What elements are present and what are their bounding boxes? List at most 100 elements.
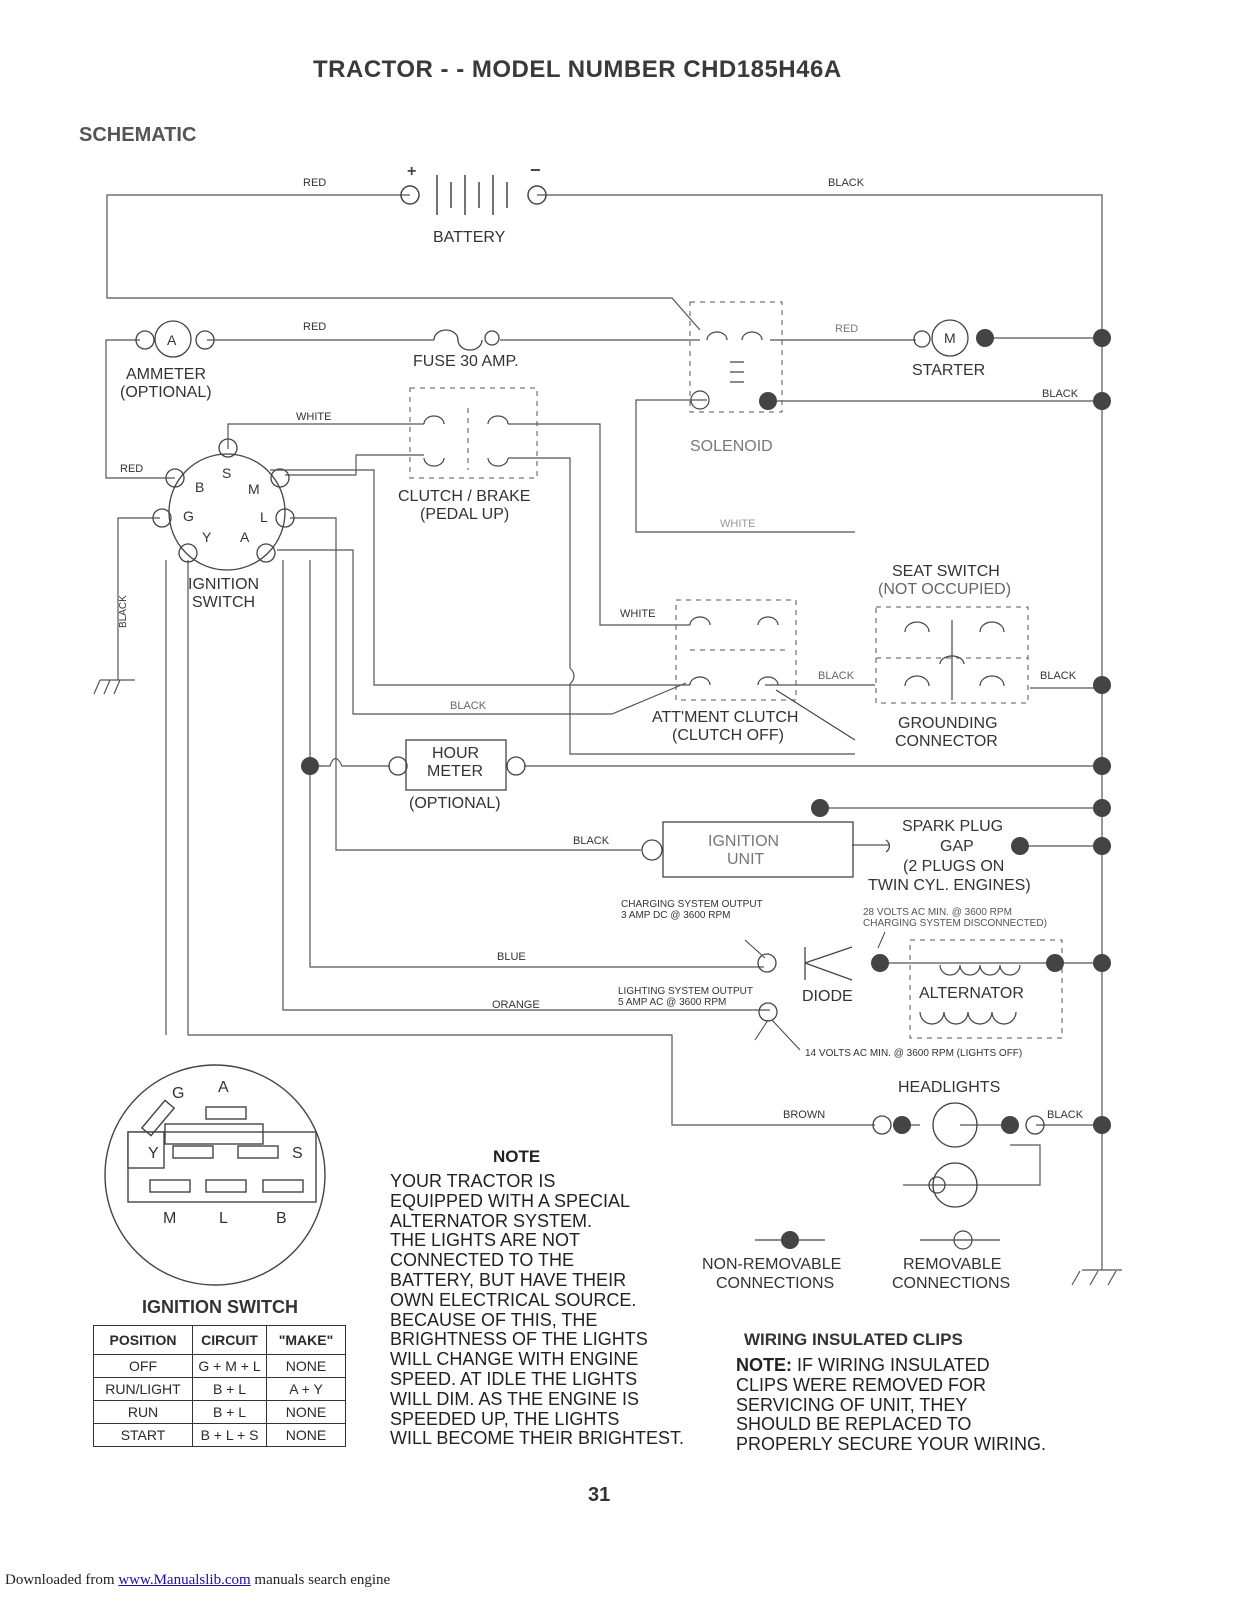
face-b: B (276, 1210, 287, 1227)
battery-label: BATTERY (433, 229, 506, 246)
terminal-g: G (183, 508, 194, 524)
table-row: OFF G + M + L NONE (93, 1354, 346, 1378)
grounding-label-2: CONNECTOR (895, 733, 998, 750)
table-row: RUN B + L NONE (93, 1400, 346, 1424)
hour-meter-label-2: METER (427, 763, 483, 780)
clips-line: SHOULD BE REPLACED TO (736, 1414, 972, 1435)
lighting-output-label: LIGHTING SYSTEM OUTPUT 5 AMP AC @ 3600 R… (618, 986, 754, 1008)
battery-minus: − (530, 160, 541, 180)
clutch-brake-icon (423, 415, 509, 467)
wire-label-white-solenoid: WHITE (720, 518, 756, 530)
removable-label-1: REMOVABLE (903, 1256, 1002, 1273)
ignition-switch-icon (152, 438, 295, 571)
fuse-icon (433, 329, 500, 351)
terminal-l: L (260, 509, 268, 525)
table-row: RUN/LIGHT B + L A + Y (93, 1377, 346, 1401)
clips-note-prefix: NOTE: (736, 1355, 792, 1375)
ignition-unit-icon (641, 821, 890, 878)
seat-switch-box (875, 606, 1029, 704)
ignition-switch-table: POSITION CIRCUIT "MAKE" OFF G + M + L NO… (93, 1325, 346, 1447)
section-heading: SCHEMATIC (79, 124, 197, 146)
table-cell: START (93, 1423, 193, 1447)
non-removable-label-2: CONNECTIONS (716, 1275, 835, 1292)
hour-meter-optional: (OPTIONAL) (409, 795, 501, 812)
wire-label-black-headlight: BLACK (1047, 1109, 1084, 1121)
wire-label-blue: BLUE (497, 951, 526, 963)
ammeter-icon (135, 320, 215, 358)
wire-label-brown: BROWN (783, 1109, 826, 1121)
column-header: CIRCUIT (192, 1325, 267, 1355)
footer-prefix: Downloaded from (5, 1572, 119, 1588)
headlights-label: HEADLIGHTS (898, 1079, 1001, 1096)
note-line: CONNECTED TO THE (390, 1250, 575, 1271)
ammeter-a: A (167, 332, 177, 348)
hour-meter-icon (388, 739, 526, 791)
clutch-brake-box (409, 387, 538, 479)
column-header: POSITION (93, 1325, 193, 1355)
att-clutch-box (675, 599, 797, 701)
note-line: BECAUSE OF THIS, THE (390, 1309, 598, 1330)
ignition-table-heading: IGNITION SWITCH (142, 1297, 298, 1317)
clips-line: IF WIRING INSULATED (792, 1355, 990, 1375)
att-clutch-icon (689, 616, 856, 741)
ammeter-label: AMMETER (126, 366, 206, 383)
spark-plug-label-3: (2 PLUGS ON (903, 858, 1005, 875)
table-cell: NONE (266, 1400, 346, 1424)
switch-face-icon (104, 1064, 326, 1286)
note-line: SPEEDED UP, THE LIGHTS (390, 1408, 620, 1429)
att-clutch-sub: (CLUTCH OFF) (672, 727, 784, 744)
removable-label-2: CONNECTIONS (892, 1275, 1011, 1292)
table-cell: B + L (192, 1377, 267, 1401)
fuse-label: FUSE 30 AMP. (413, 353, 519, 370)
battery-icon (400, 175, 547, 215)
spark-plug-label-1: SPARK PLUG (902, 818, 1004, 835)
solenoid-icon (690, 331, 763, 410)
wire-label-orange: ORANGE (492, 999, 540, 1011)
note-line: WILL CHANGE WITH ENGINE (390, 1349, 639, 1370)
volts-14-label: 14 VOLTS AC MIN. @ 3600 RPM (LIGHTS OFF) (805, 1048, 1023, 1059)
terminal-a: A (240, 529, 250, 545)
ignition-switch-label-1: IGNITION (188, 576, 260, 593)
seat-switch-label: SEAT SWITCH (892, 563, 1000, 580)
grounding-label-1: GROUNDING (898, 715, 998, 732)
note-line: WILL DIM. AS THE ENGINE IS (390, 1388, 640, 1409)
clips-text: NOTE: IF WIRING INSULATED CLIPS WERE REM… (736, 1355, 1047, 1455)
face-y: Y (148, 1145, 159, 1162)
page-title: TRACTOR - - MODEL NUMBER CHD185H46A (313, 56, 842, 83)
headlights-icon (872, 1102, 1045, 1208)
non-removable-label-1: NON-REMOVABLE (702, 1256, 842, 1273)
clips-line: SERVICING OF UNIT, THEY (736, 1394, 968, 1415)
alternator-icon (919, 964, 1021, 1025)
page-number: 31 (588, 1484, 611, 1506)
note-heading: NOTE (493, 1147, 541, 1166)
wire-label-white-att: WHITE (620, 608, 656, 620)
att-clutch-label: ATT'MENT CLUTCH (652, 709, 799, 726)
wire-label-red-switch: RED (120, 463, 144, 475)
non-removable-dots (301, 329, 1111, 1249)
table-cell: RUN (93, 1400, 193, 1424)
clips-line: CLIPS WERE REMOVED FOR (736, 1374, 987, 1395)
starter-icon (913, 319, 969, 357)
ammeter-optional: (OPTIONAL) (120, 384, 212, 401)
note-line: SPEED. AT IDLE THE LIGHTS (390, 1368, 638, 1389)
spark-plug-label-2: GAP (940, 838, 974, 855)
clips-line: PROPERLY SECURE YOUR WIRING. (736, 1434, 1047, 1455)
table-cell: NONE (266, 1423, 346, 1447)
wires (93, 194, 1122, 1286)
seat-switch-sub: (NOT OCCUPIED) (878, 581, 1012, 598)
table-cell: RUN/LIGHT (93, 1377, 193, 1401)
wire-label-black-vertical: BLACK (118, 595, 129, 628)
wire-label-black-solenoid: BLACK (1042, 388, 1079, 400)
table-cell: G + M + L (192, 1354, 267, 1378)
table-cell: B + L (192, 1400, 267, 1424)
face-l: L (219, 1210, 228, 1227)
ignition-unit-label-2: UNIT (727, 851, 765, 868)
face-g: G (172, 1085, 184, 1102)
volts-28-label: 28 VOLTS AC MIN. @ 3600 RPM CHARGING SYS… (863, 907, 1047, 929)
alternator-label: ALTERNATOR (919, 985, 1024, 1002)
note-text: YOUR TRACTOR IS EQUIPPED WITH A SPECIAL … (390, 1171, 684, 1449)
pointer-arrows (744, 931, 886, 1051)
legend-icons (755, 1230, 1000, 1250)
footer-suffix: manuals search engine (250, 1572, 391, 1588)
manualslib-link[interactable]: www.Manualslib.com (118, 1572, 251, 1588)
